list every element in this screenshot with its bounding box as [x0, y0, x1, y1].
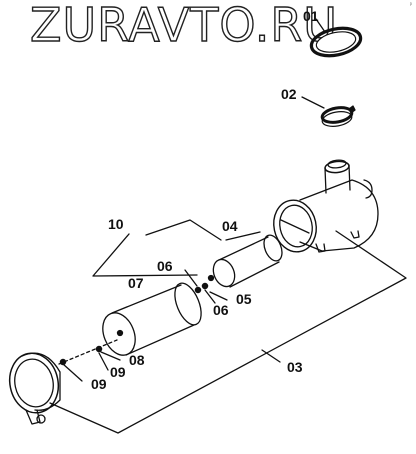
callout-07: 07	[128, 275, 144, 291]
callout-05: 05	[236, 291, 252, 307]
leader-10-right	[145, 219, 222, 241]
callout-04: 04	[222, 218, 238, 234]
part-03-end-cover	[8, 352, 61, 425]
callout-09-right: 09	[110, 364, 126, 380]
part-01-seal-ring	[309, 26, 363, 58]
leader-09a	[98, 352, 109, 371]
callout-09-left: 09	[91, 376, 107, 392]
callout-02: 02	[281, 86, 297, 102]
leader-03	[261, 349, 281, 363]
leader-06a	[184, 269, 198, 287]
leader-08	[100, 351, 121, 361]
leader-09b	[62, 363, 83, 382]
leader-01	[315, 18, 326, 33]
part-03-housing	[273, 159, 379, 253]
callout-10: 10	[108, 216, 124, 232]
part-06-gasket-b	[201, 282, 209, 290]
callout-03: 03	[287, 359, 303, 375]
leader-04	[225, 231, 261, 241]
callout-06-upper: 06	[157, 258, 173, 274]
corner-mark: P	[409, 2, 412, 7]
watermark-text: ZURAVTO.RU	[29, 0, 338, 52]
leader-02	[301, 96, 325, 109]
part-02-clamp	[320, 105, 356, 127]
leader-10-left	[92, 233, 198, 277]
callout-06-lower: 06	[213, 302, 229, 318]
leader-03-bracket	[49, 230, 407, 434]
part-06-gasket-a	[194, 286, 202, 294]
part-07-main-filter	[102, 282, 202, 356]
leader-06b	[204, 289, 216, 304]
leader-05	[209, 291, 228, 301]
part-04-safety-filter	[207, 234, 283, 288]
callout-08: 08	[129, 352, 145, 368]
callout-01: 01	[303, 8, 319, 24]
